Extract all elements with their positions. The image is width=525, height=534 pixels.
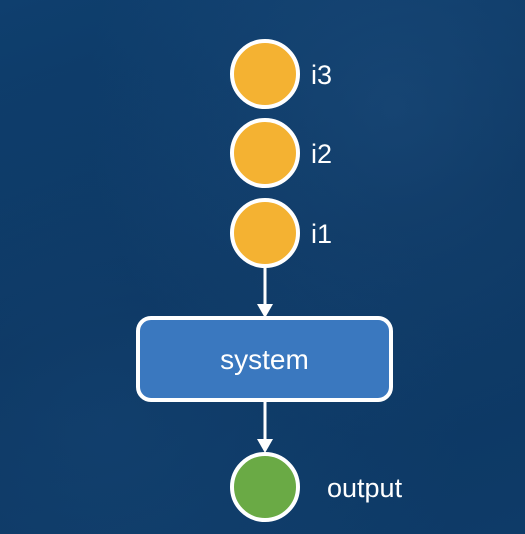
node-output-label: output <box>327 473 403 503</box>
arrowhead-icon <box>257 439 273 453</box>
node-i2-circle <box>230 118 300 188</box>
node-output-circle <box>230 452 300 522</box>
system-box <box>136 316 393 402</box>
edge-i1-to-system <box>257 266 273 318</box>
node-i2-label: i2 <box>311 139 332 169</box>
node-i1: i1 <box>230 198 332 268</box>
node-i1-circle <box>230 198 300 268</box>
edge-system-to-output <box>257 401 273 453</box>
system-label: system <box>220 344 309 375</box>
node-i1-label: i1 <box>311 219 332 249</box>
node-i2: i2 <box>230 118 332 188</box>
node-i3-label: i3 <box>311 60 332 90</box>
node-i3: i3 <box>230 39 332 109</box>
node-system: system <box>136 316 393 402</box>
node-i3-circle <box>230 39 300 109</box>
arrowhead-icon <box>257 304 273 318</box>
node-output: output <box>230 452 403 522</box>
